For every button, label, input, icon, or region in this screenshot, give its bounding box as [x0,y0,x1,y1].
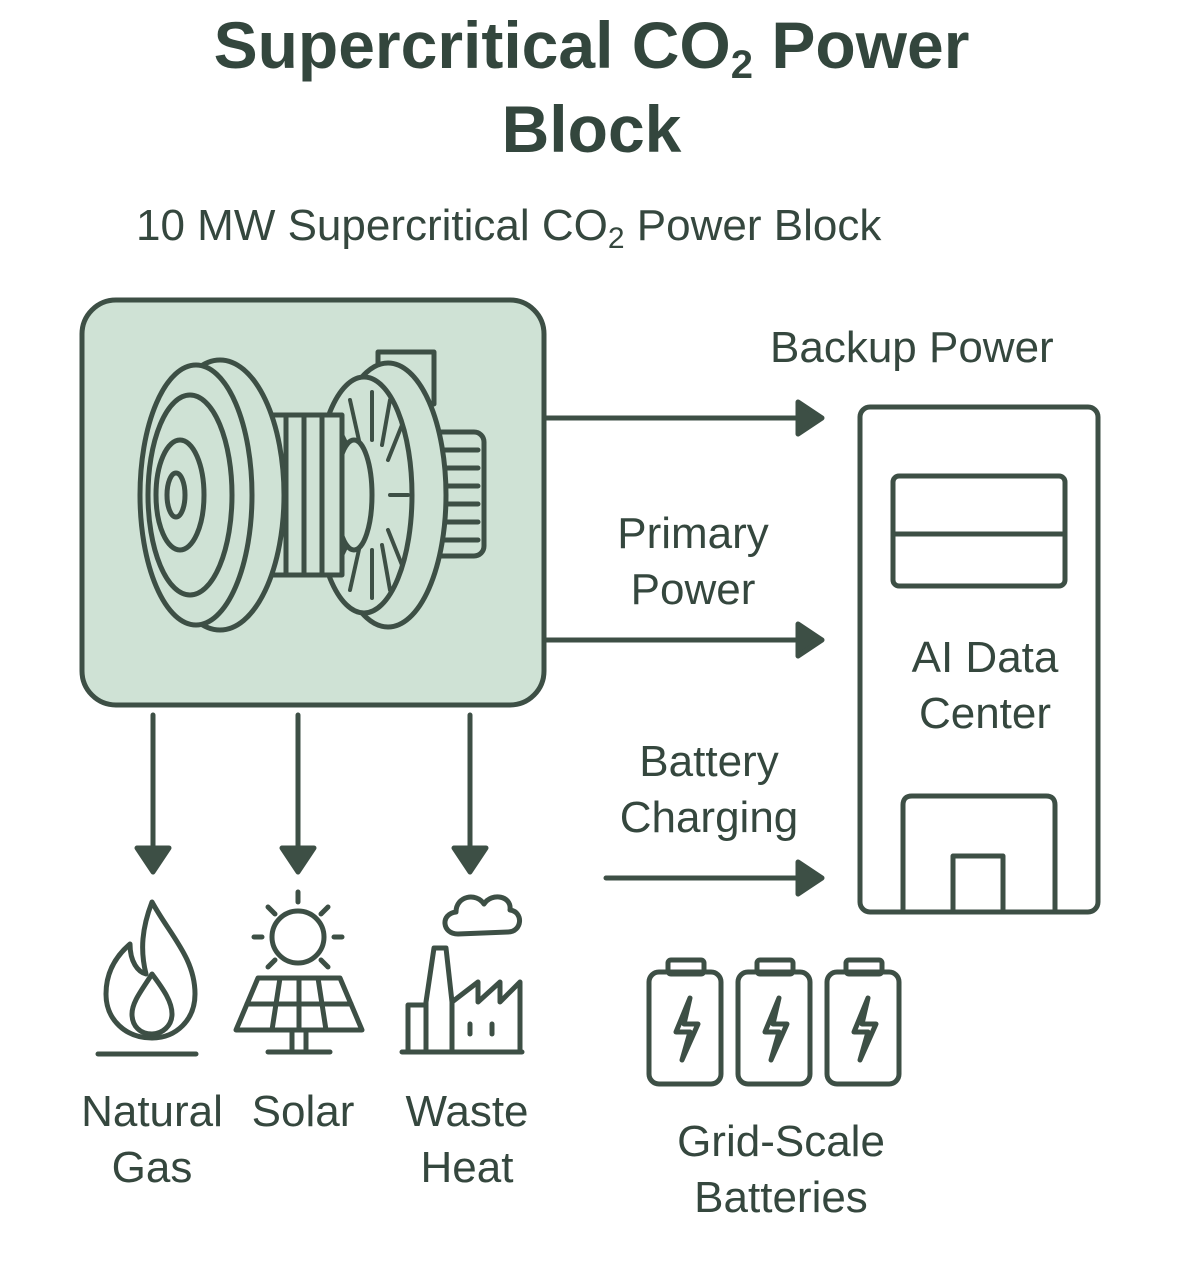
battery-icon-3 [824,957,902,1087]
data-center-line2: Center [918,689,1052,738]
title-line1-end: Power [753,8,970,82]
primary-power-label: Primary Power [600,506,786,618]
lightning-icon [851,995,879,1063]
battery-charging-line1: Battery [639,737,779,786]
natural-gas-line2: Gas [111,1143,193,1192]
battery-icon-1 [646,957,724,1087]
data-center-line1: AI Data [911,633,1059,682]
battery-charging-arrow [603,859,825,897]
natural-gas-line1: Natural [81,1087,223,1136]
batteries-line1: Grid-Scale [677,1117,885,1166]
data-center-building-icon [857,404,1101,915]
data-center-label: AI Data Center [890,630,1080,742]
backup-power-label: Backup Power [770,323,1054,372]
waste-heat-arrow [451,712,489,875]
flame-icon [95,899,199,1057]
sun-icon [251,889,345,970]
battery-icon-2 [735,957,813,1087]
battery-charging-line2: Charging [619,793,799,842]
solar-line1: Solar [251,1087,355,1136]
subtitle-main: 10 MW Supercritical CO [136,201,608,250]
waste-heat-line2: Heat [420,1143,514,1192]
battery-charging-label: Battery Charging [604,734,814,846]
solar-arrow [279,712,317,875]
solar-label: Solar [238,1084,368,1140]
primary-power-line2: Power [630,565,756,614]
primary-power-line1: Primary [617,509,769,558]
lightning-icon [762,995,790,1063]
natural-gas-arrow [134,712,172,875]
backup-power-arrow [543,399,825,437]
grid-scale-batteries-label: Grid-Scale Batteries [650,1114,912,1226]
factory-icon [399,894,525,1055]
page-title: Supercritical CO2 Power [0,6,1183,104]
primary-power-arrow [543,621,825,659]
waste-heat-label: Waste Heat [386,1084,548,1196]
lightning-icon [673,995,701,1063]
title-line1-main: Supercritical CO [213,8,731,82]
subtitle: 10 MW Supercritical CO2 Power Block [136,196,881,269]
natural-gas-label: Natural Gas [62,1084,242,1196]
waste-heat-line1: Waste [405,1087,529,1136]
subtitle-end: Power Block [624,201,882,250]
page-title-line2: Block [501,92,682,166]
batteries-line2: Batteries [694,1173,868,1222]
subtitle-subscript: 2 [607,222,625,255]
turbine-icon [137,349,487,633]
title-subscript: 2 [730,43,753,87]
solar-panel-icon [233,975,365,1055]
